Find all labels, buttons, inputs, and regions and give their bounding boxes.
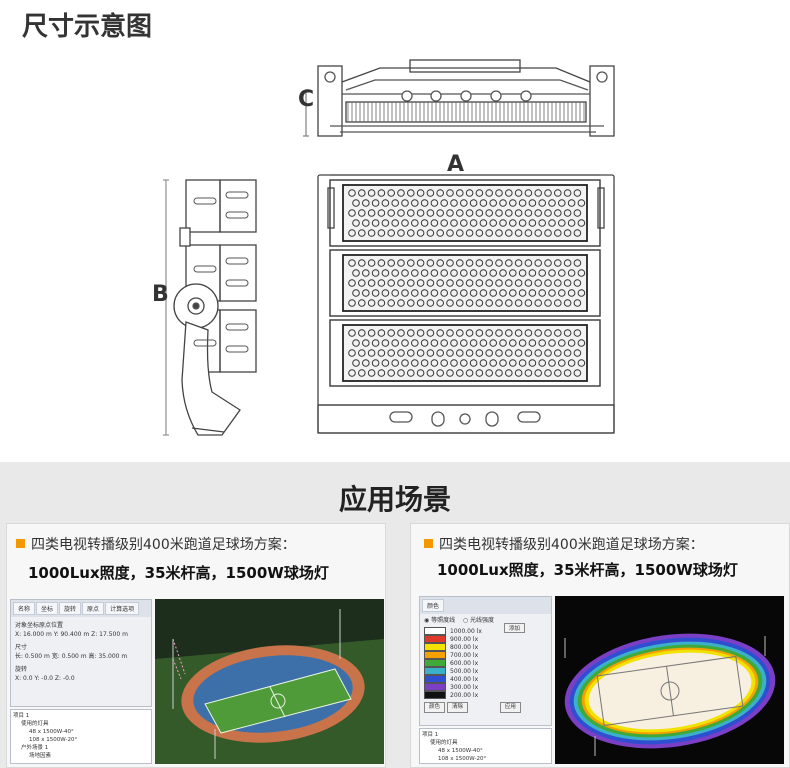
scene-2-isolux-render bbox=[555, 596, 784, 764]
legend-value: 200.00 lx bbox=[450, 691, 479, 699]
legend-row[interactable]: 600.00 lx bbox=[420, 659, 551, 667]
dimension-label-c: C bbox=[298, 87, 315, 112]
top-view-fins bbox=[347, 102, 585, 122]
property-line: 长: 0.500 m 宽: 0.500 m 高: 35.000 m bbox=[15, 653, 128, 660]
tab-name[interactable]: 名称 bbox=[13, 602, 36, 615]
dimension-label-b: B bbox=[152, 282, 169, 307]
floodlight-dimension-drawing bbox=[163, 59, 615, 436]
properties-tabs: 名称 坐标 旋转 原点 计算选项 bbox=[11, 600, 151, 617]
add-button[interactable]: 添加 bbox=[504, 623, 526, 633]
legend-color-swatch[interactable] bbox=[424, 635, 446, 643]
tree-item[interactable]: 108 x 1500W-20° bbox=[438, 756, 487, 762]
legend-color-swatch[interactable] bbox=[424, 675, 446, 683]
tree-item[interactable]: 项目 1 bbox=[422, 732, 439, 738]
tree-item[interactable]: 项目 1 bbox=[13, 713, 30, 719]
legend-value: 900.00 lx bbox=[450, 635, 479, 643]
tab-rotation[interactable]: 旋转 bbox=[59, 602, 82, 615]
property-line: 对象坐标原点位置 bbox=[15, 622, 64, 629]
property-line: X: 0.0 Y: -0.0 Z: -0.0 bbox=[15, 675, 75, 682]
property-line: 旋转 bbox=[15, 666, 28, 673]
legend-value: 400.00 lx bbox=[450, 675, 479, 683]
legend-row[interactable]: 500.00 lx bbox=[420, 667, 551, 675]
tree-item[interactable]: 场地因素 bbox=[29, 753, 52, 759]
legend-row[interactable]: 200.00 lx bbox=[420, 691, 551, 699]
property-line: 尺寸 bbox=[15, 644, 28, 651]
tree-item[interactable]: 使用的灯具 bbox=[430, 740, 458, 746]
bullet-square-icon bbox=[16, 539, 25, 548]
tree-item[interactable]: 使用的灯具 bbox=[21, 721, 49, 727]
tab-coordinates[interactable]: 坐标 bbox=[36, 602, 59, 615]
legend-row[interactable]: 700.00 lx bbox=[420, 651, 551, 659]
apply-button[interactable]: 应用 bbox=[499, 702, 521, 713]
tree-item[interactable]: 48 x 1500W-40° bbox=[438, 748, 483, 754]
tab-calc-options[interactable]: 计算选项 bbox=[105, 602, 140, 615]
tree-item[interactable]: 48 x 1500W-40° bbox=[29, 729, 74, 735]
bullet-square-icon bbox=[424, 539, 433, 548]
tree-item[interactable]: 户外场景 1 bbox=[21, 745, 49, 751]
legend-value: 1000.00 lx bbox=[450, 627, 482, 635]
top-view bbox=[303, 59, 615, 137]
legend-row[interactable]: 900.00 lx bbox=[420, 635, 551, 643]
legend-value: 600.00 lx bbox=[450, 659, 479, 667]
legend-row[interactable]: 1000.00 lx bbox=[420, 627, 551, 635]
legend-row[interactable]: 800.00 lx bbox=[420, 643, 551, 651]
tab-origin[interactable]: 原点 bbox=[82, 602, 105, 615]
legend-row[interactable]: 300.00 lx bbox=[420, 683, 551, 691]
legend-color-swatch[interactable] bbox=[424, 667, 446, 675]
side-view bbox=[163, 179, 257, 436]
legend-color-swatch[interactable] bbox=[424, 659, 446, 667]
illuminance-tabs: 颜色 bbox=[420, 597, 551, 614]
legend-value: 700.00 lx bbox=[450, 651, 479, 659]
scene-2-subheading: 1000Lux照度，35米杆高，1500W球场灯 bbox=[437, 561, 738, 579]
section-title-dimensions: 尺寸示意图 bbox=[22, 12, 153, 42]
scene-2-heading: 四类电视转播级别400米跑道足球场方案： bbox=[424, 534, 704, 554]
legend-color-swatch[interactable] bbox=[424, 691, 446, 699]
radio-isolux[interactable]: ◉ 等照度线 bbox=[424, 617, 456, 624]
scene-1-stadium-render bbox=[155, 599, 384, 764]
scene-1-subheading: 1000Lux照度，35米杆高，1500W球场灯 bbox=[28, 564, 329, 582]
legend-color-swatch[interactable] bbox=[424, 627, 446, 635]
legend-value: 500.00 lx bbox=[450, 667, 479, 675]
clear-button[interactable]: 清除 bbox=[446, 702, 468, 713]
section-title-application: 应用场景 bbox=[338, 483, 451, 516]
color-button[interactable]: 颜色 bbox=[424, 702, 446, 713]
tab-color[interactable]: 颜色 bbox=[422, 599, 445, 612]
legend-row[interactable]: 400.00 lx bbox=[420, 675, 551, 683]
radio-light-intensity[interactable]: ○ 光线强度 bbox=[462, 617, 494, 624]
dimension-label-a: A bbox=[447, 152, 465, 177]
scene-1-properties-window: 名称 坐标 旋转 原点 计算选项 对象坐标原点位置 X: 16.000 m Y:… bbox=[10, 599, 152, 707]
legend-value: 300.00 lx bbox=[450, 683, 479, 691]
tree-item[interactable]: 108 x 1500W-20° bbox=[29, 737, 78, 743]
legend-color-swatch[interactable] bbox=[424, 643, 446, 651]
scene-1-heading: 四类电视转播级别400米跑道足球场方案： bbox=[16, 534, 296, 554]
scene-1-project-tree: 项目 1 使用的灯具 48 x 1500W-40° 108 x 1500W-20… bbox=[10, 709, 152, 764]
property-line: X: 16.000 m Y: 90.400 m Z: 17.500 m bbox=[15, 631, 128, 638]
scene-2-project-tree: 项目 1 使用的灯具 48 x 1500W-40° 108 x 1500W-20… bbox=[419, 728, 552, 764]
legend-value: 800.00 lx bbox=[450, 643, 479, 651]
legend-color-swatch[interactable] bbox=[424, 683, 446, 691]
legend-color-swatch[interactable] bbox=[424, 651, 446, 659]
